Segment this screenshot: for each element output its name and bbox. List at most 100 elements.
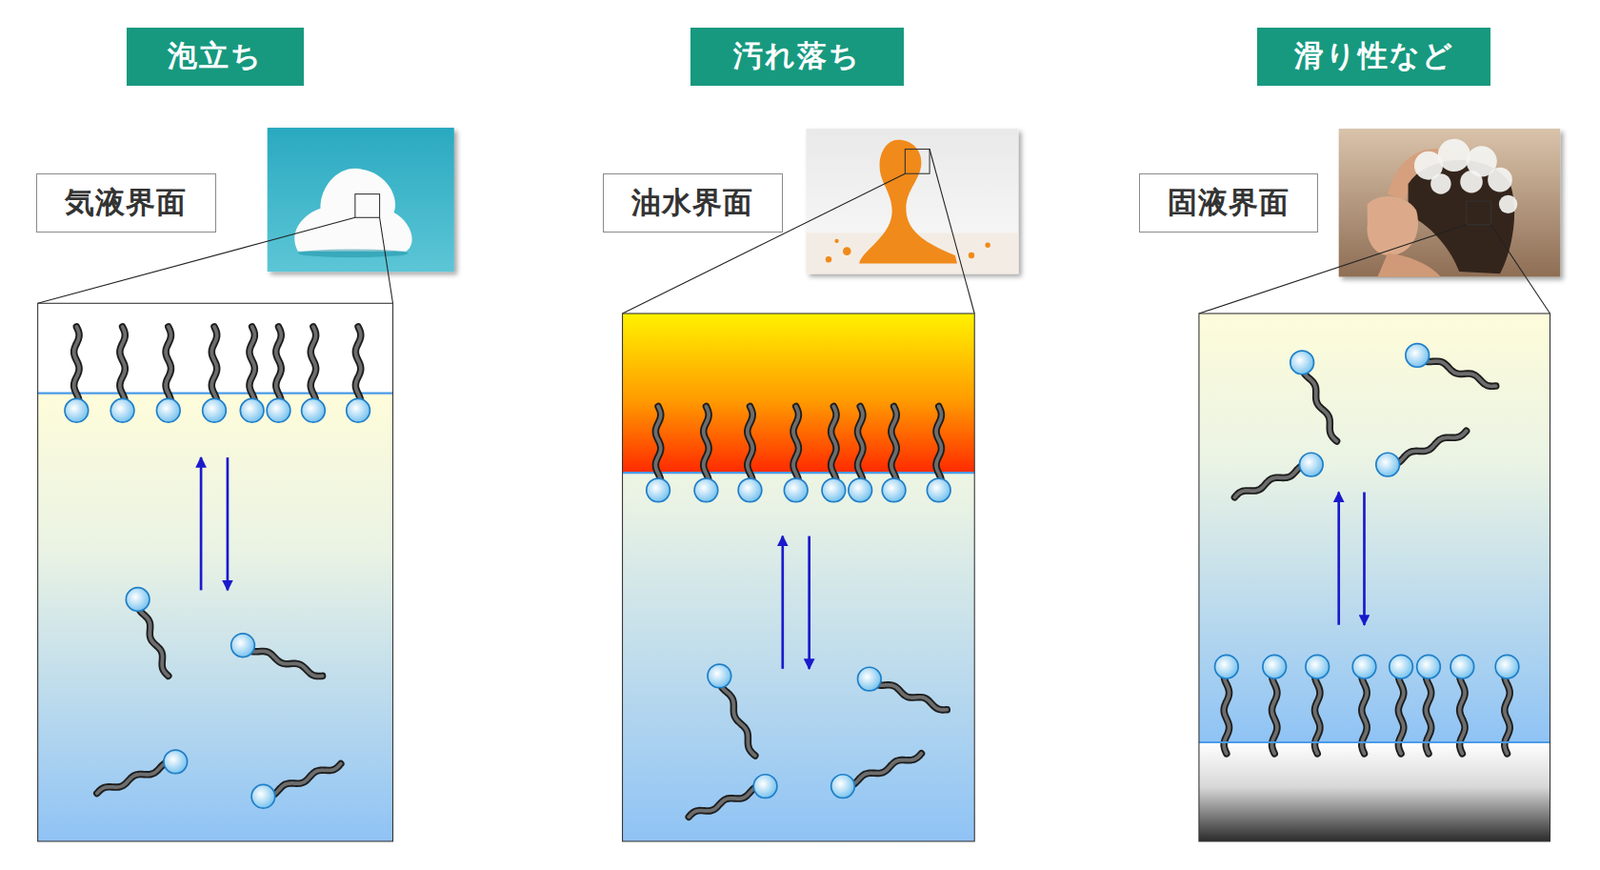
surfactant-molecule [202, 326, 227, 422]
hydrophilic-head [156, 398, 180, 422]
hydrophobic-tail-outline [1223, 666, 1229, 754]
surfactant-molecule [64, 326, 89, 422]
hydrophilic-head [251, 783, 276, 808]
hydrophobic-tail-outline [842, 753, 922, 786]
hydrophobic-tail [857, 406, 862, 491]
hydrophilic-head [1299, 452, 1323, 477]
hydrophilic-head [1405, 343, 1430, 368]
foam [1430, 173, 1451, 194]
hydrophilic-head [1262, 654, 1287, 679]
leader-line [1490, 224, 1550, 314]
surfactant-molecule [688, 774, 778, 817]
surfactant-molecule [1262, 654, 1287, 753]
hydrophobic-tail [1460, 666, 1465, 754]
hydrophobic-tail [262, 763, 340, 797]
node-text: 油水界面 [631, 182, 754, 223]
surfactant-molecule [1352, 654, 1377, 753]
hydrophobic-tail [936, 406, 941, 491]
hydrophilic-head [1215, 654, 1240, 679]
oil-splash [842, 246, 852, 256]
hydrophobic-tail-outline [936, 406, 941, 491]
shoulder [1377, 253, 1440, 278]
hydrophobic-tail [1301, 361, 1337, 441]
photo-frame [805, 128, 1019, 274]
hydrophobic-tail [703, 406, 709, 491]
hydrophilic-head [64, 398, 89, 422]
hydrophilic-head [783, 478, 808, 502]
hydrophobic-tail-outline [262, 763, 340, 797]
hydrophobic-tail-outline [242, 644, 323, 676]
liquid-region [1199, 313, 1551, 742]
section-header: 泡立ち [126, 27, 304, 86]
hydrophobic-tail-outline [1417, 355, 1497, 386]
hydrophobic-tail-outline [1460, 666, 1465, 754]
hydrophobic-tail [97, 760, 177, 793]
hydrophobic-tail-outline [1504, 666, 1510, 754]
zoom-indicators [38, 149, 1551, 315]
interface-label: 固液界面 [1139, 173, 1320, 233]
hydrophilic-head [266, 398, 291, 422]
interface-label: 気液界面 [36, 173, 218, 233]
hydrophobic-tail [1387, 430, 1467, 464]
adsorption-arrow [780, 536, 784, 669]
hydrophilic-head [1376, 452, 1400, 477]
panel-border [622, 313, 976, 841]
liquid-region [38, 393, 394, 841]
surfactant-molecule [1305, 654, 1330, 753]
surfactant-molecule [646, 406, 671, 502]
foam [1499, 195, 1518, 214]
hydrophobic-tail-outline [1361, 666, 1367, 754]
oil-splash [968, 252, 975, 259]
hydrophilic-head [753, 774, 778, 799]
surfactant-molecule [240, 326, 264, 422]
node-text: 固液界面 [1167, 182, 1290, 223]
face [1366, 196, 1419, 256]
adsorption-arrow [1337, 492, 1340, 625]
surfactant-molecule [156, 326, 180, 422]
node-text: 気液界面 [64, 182, 187, 223]
hydrophobic-tail-outline [1387, 430, 1467, 464]
oil-droplet-photo [805, 128, 1019, 274]
surfactant-molecule [346, 326, 371, 422]
hydrophilic-head [346, 398, 371, 422]
hydrophilic-head [1417, 654, 1441, 679]
desorption-arrow [226, 457, 230, 590]
surfactant-molecule [926, 406, 951, 502]
hydrophobic-tail [1223, 666, 1229, 754]
leader-line [929, 149, 975, 315]
interface-label: 油水界面 [602, 173, 783, 233]
hydrophilic-head [1290, 350, 1315, 375]
zoom-square [904, 149, 930, 175]
hydrophilic-head [1305, 654, 1330, 679]
hydrophobic-tail-outline [793, 406, 799, 491]
oil-water-panel [622, 313, 976, 841]
surfactant-molecule [858, 666, 948, 710]
oil-splash [825, 256, 832, 262]
hydrophilic-head [202, 398, 227, 422]
panel-border [1199, 313, 1551, 841]
hydrophobic-tail-outline [831, 406, 837, 491]
hydrophobic-tail [793, 406, 799, 491]
node-text: 滑り性など [1294, 36, 1455, 77]
hydrophobic-tail-outline [747, 406, 753, 491]
surfactant-molecule [821, 406, 846, 502]
hydrophilic-head [231, 633, 256, 658]
surfactant-molecule [738, 406, 762, 502]
shampoo-photo [1339, 128, 1561, 277]
oil-splash [834, 239, 839, 243]
hydrophobic-tail [655, 406, 660, 491]
hydrophobic-tail-outline [891, 406, 897, 491]
hydrophobic-tail [1361, 666, 1367, 754]
zoom-square [1466, 200, 1492, 225]
solid-liquid-panel [1199, 313, 1551, 841]
hydrophobic-tail [1314, 666, 1320, 754]
surfactant-molecule [1405, 343, 1497, 387]
foam [1438, 139, 1471, 172]
hydrophobic-tail [891, 406, 897, 491]
hydrophobic-tail [1425, 666, 1431, 754]
hydrophilic-head [858, 666, 882, 691]
surfactant-molecule [110, 326, 135, 422]
hydrophobic-tail-outline [857, 406, 862, 491]
